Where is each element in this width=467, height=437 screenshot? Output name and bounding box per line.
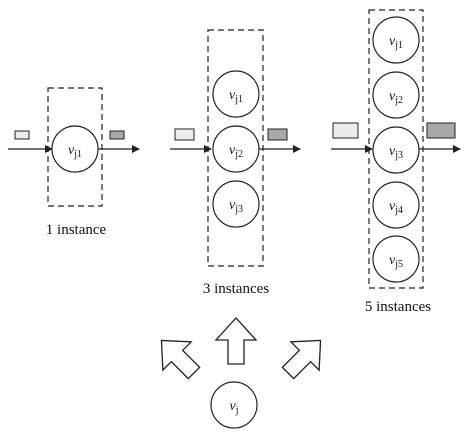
node-label: vj <box>230 399 239 416</box>
node-circle <box>372 126 420 174</box>
node-label: vj5 <box>389 253 403 270</box>
group-3-input-block <box>332 122 359 139</box>
node-label: vj3 <box>229 198 243 215</box>
scale-up-left-arrow-icon <box>160 339 201 380</box>
node-circle <box>212 180 260 228</box>
node-circle <box>372 16 420 64</box>
group-3-instances: vj1 vj2 vj3 3 instances <box>170 29 301 297</box>
group-2-node-1: vj1 <box>212 70 260 118</box>
group-3-caption: 5 instances <box>365 299 431 315</box>
node-label: vj1 <box>389 34 403 51</box>
group-2-node-2: vj2 <box>212 125 260 173</box>
group-3-node-4: vj4 <box>372 181 420 229</box>
group-1-caption: 1 instance <box>46 222 107 238</box>
group-3-node-1: vj1 <box>372 16 420 64</box>
node-circle <box>372 235 420 283</box>
group-2-output-block <box>267 128 288 141</box>
group-2-node-3: vj3 <box>212 180 260 228</box>
node-label: vj1 <box>68 143 82 160</box>
scale-up-arrow-icon <box>214 317 258 365</box>
node-label: vj2 <box>389 89 403 106</box>
node-circle <box>212 70 260 118</box>
group-1-node-1: vj1 <box>51 125 99 173</box>
group-1-instance: vj1 1 instance <box>8 87 140 238</box>
scale-up-right-arrow-icon <box>281 339 322 380</box>
group-5-instances: vj1 vj2 vj3 vj4 vj5 5 instances <box>331 9 461 315</box>
group-3-output-block <box>426 122 456 139</box>
node-circle <box>372 181 420 229</box>
node-circle <box>372 71 420 119</box>
group-3-node-5: vj5 <box>372 235 420 283</box>
scaling-arrows <box>160 317 322 380</box>
group-1-input-block <box>14 130 30 140</box>
group-3-node-3: vj3 <box>372 126 420 174</box>
node-label: vj4 <box>389 199 403 216</box>
group-2-input-block <box>174 128 195 141</box>
node-circle <box>210 381 258 429</box>
node-label: vj1 <box>229 88 243 105</box>
node-label: vj2 <box>229 143 243 160</box>
group-1-output-block <box>109 130 125 140</box>
group-2-caption: 3 instances <box>203 281 269 297</box>
group-3-node-2: vj2 <box>372 71 420 119</box>
node-label: vj3 <box>389 144 403 161</box>
source-node: vj <box>210 381 258 429</box>
